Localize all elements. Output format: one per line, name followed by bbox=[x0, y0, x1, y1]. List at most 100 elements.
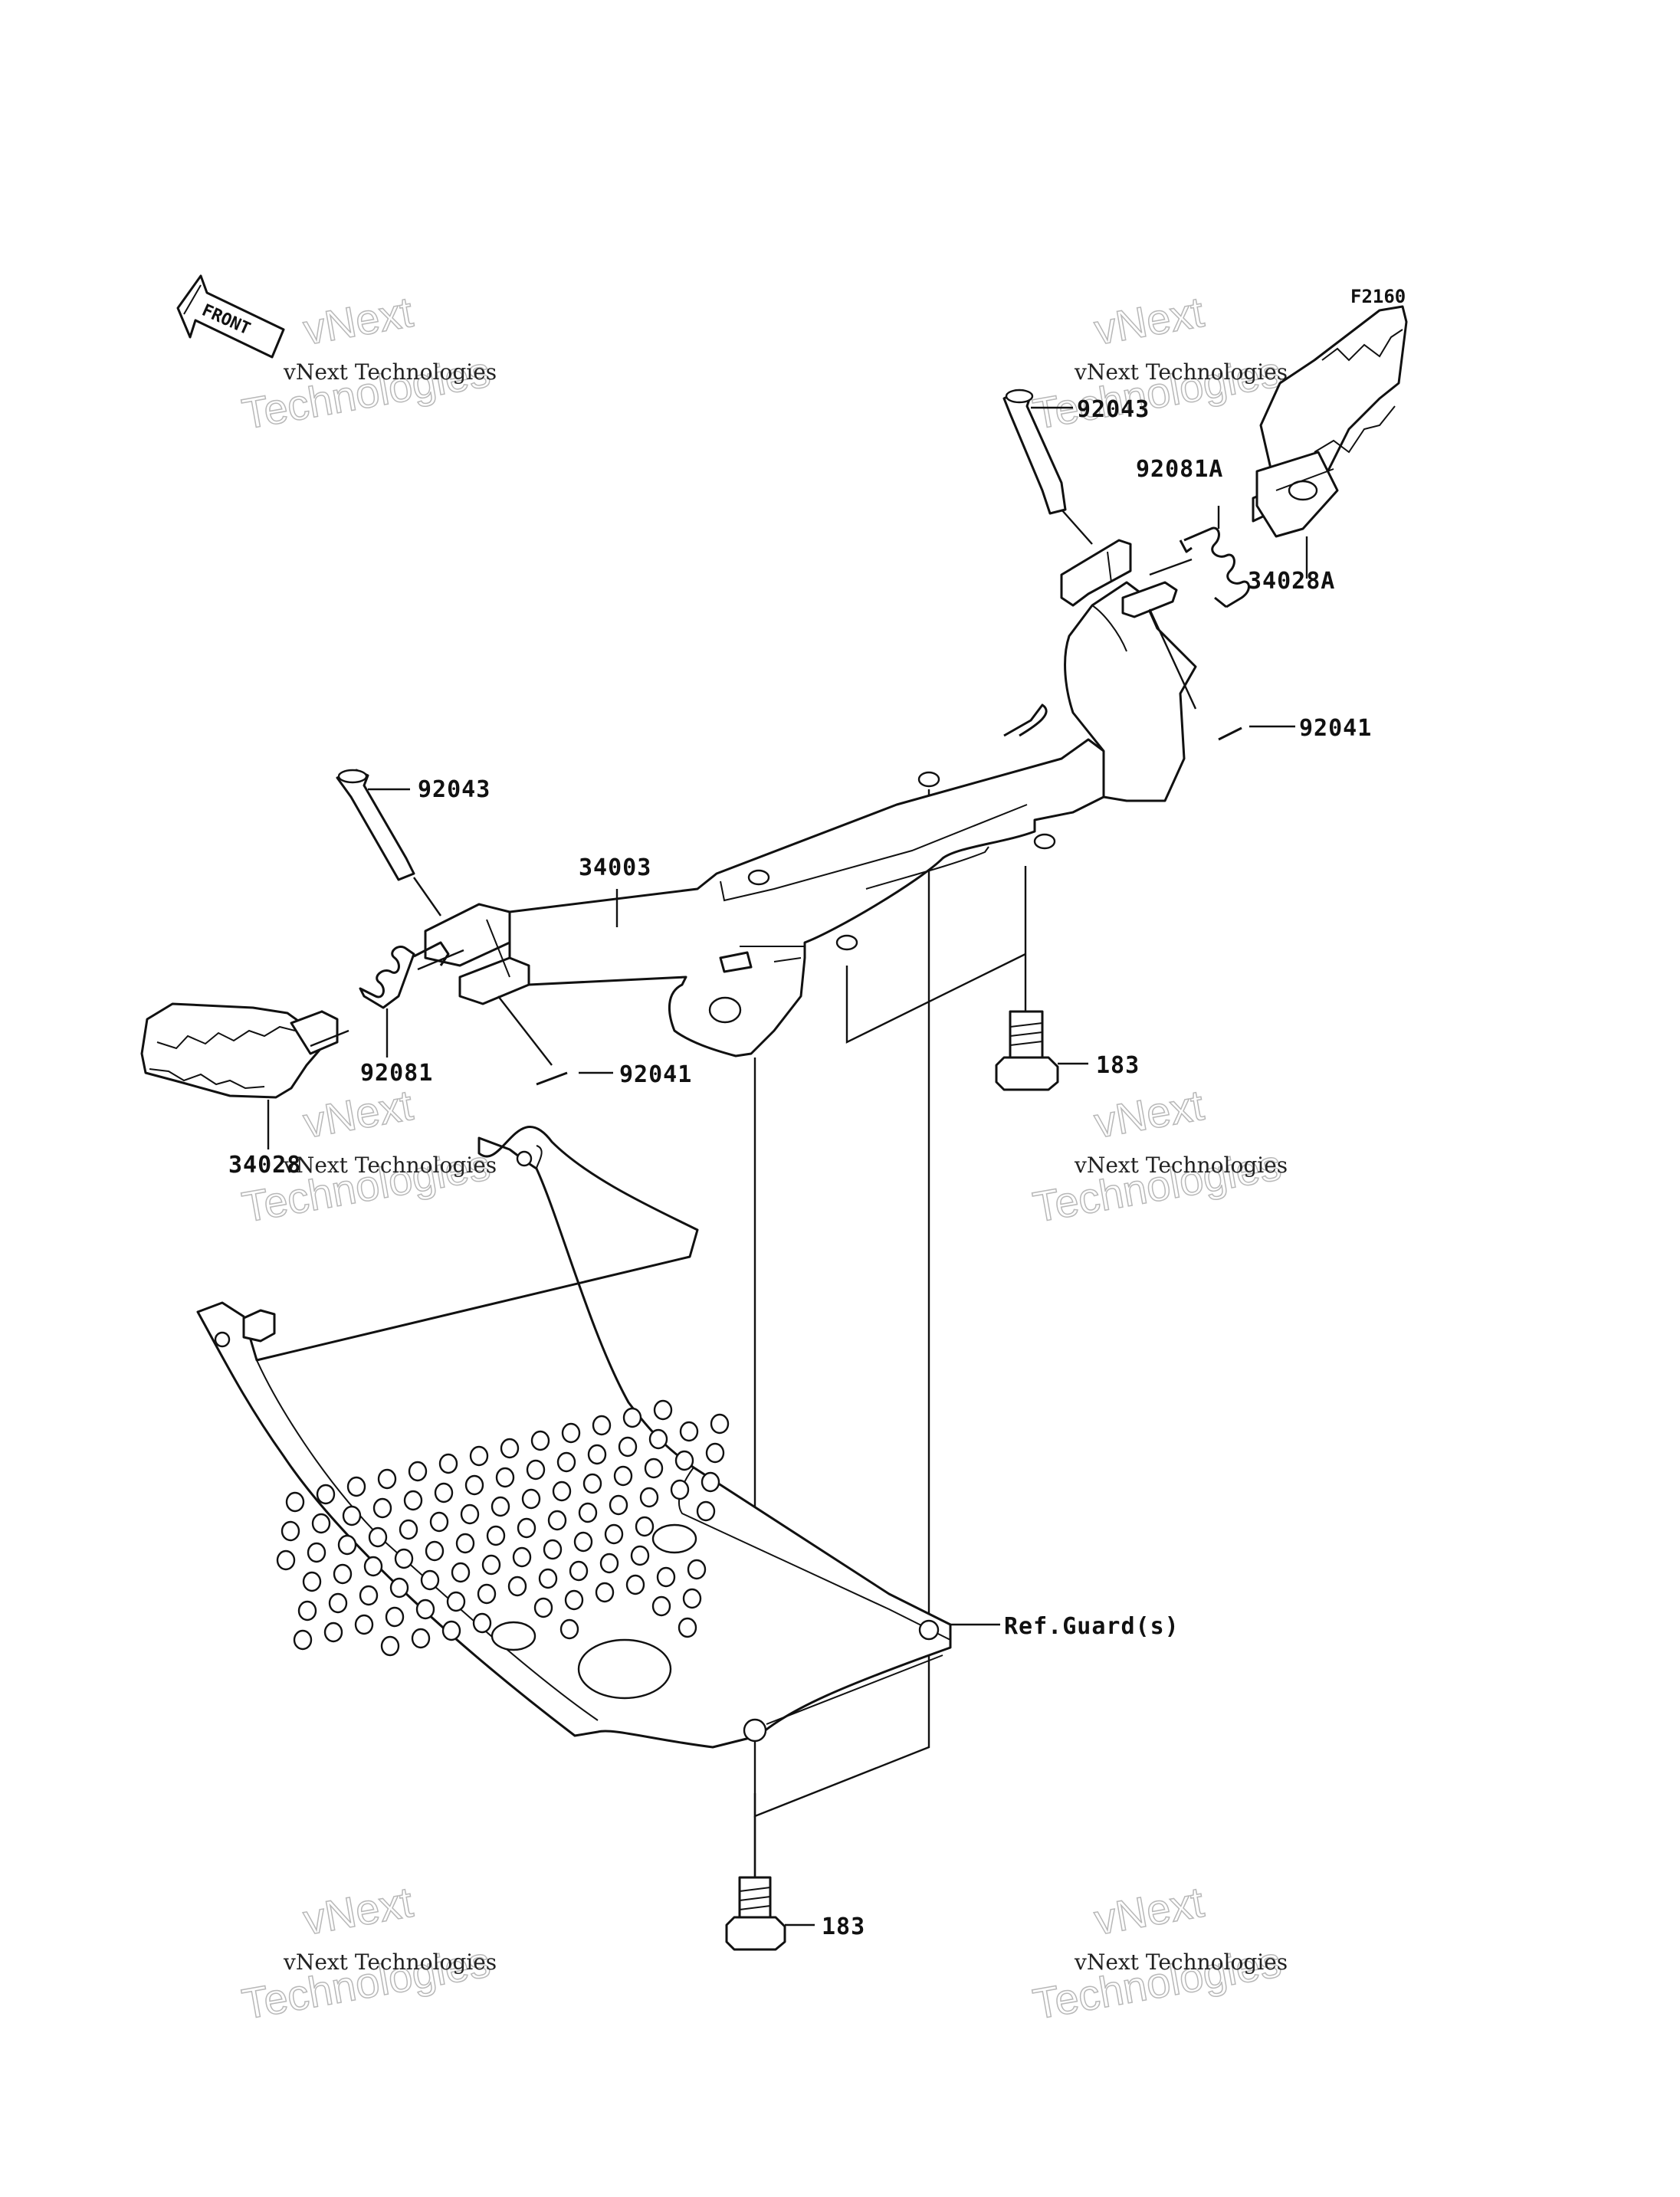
bolt-hole bbox=[743, 1718, 767, 1743]
bolt-lower bbox=[725, 1876, 815, 1951]
perforation-hole bbox=[415, 1599, 435, 1620]
perforation-hole bbox=[285, 1491, 305, 1513]
perforation-hole bbox=[705, 1442, 725, 1464]
perforation-hole bbox=[411, 1628, 431, 1649]
footpeg-left bbox=[140, 1002, 349, 1149]
perforation-hole bbox=[469, 1445, 489, 1467]
perforation-hole bbox=[311, 1513, 331, 1534]
perforation-hole bbox=[346, 1476, 366, 1497]
spring-left bbox=[359, 941, 464, 1058]
perforation-hole bbox=[472, 1612, 492, 1634]
perforation-hole bbox=[425, 1540, 445, 1562]
perforation-hole bbox=[491, 1496, 510, 1517]
perforation-hole bbox=[599, 1553, 619, 1574]
perforation-hole bbox=[420, 1569, 440, 1591]
footpeg-right bbox=[1252, 305, 1408, 538]
callout-cotter-left: 92041 bbox=[619, 1061, 692, 1088]
perforation-hole bbox=[592, 1415, 612, 1436]
perforation-hole bbox=[307, 1542, 326, 1563]
perforation-hole bbox=[678, 1617, 697, 1638]
callout-spring-right: 92081A bbox=[1136, 456, 1223, 483]
perforation-hole bbox=[604, 1523, 624, 1545]
callout-pin-right: 92043 bbox=[1077, 396, 1150, 423]
perforation-hole bbox=[569, 1560, 589, 1582]
callout-labels: 92043 92081A 34028A 92041 92043 34003 18… bbox=[228, 396, 1372, 1940]
perforation-hole bbox=[507, 1576, 527, 1597]
cotter-pin-left bbox=[497, 995, 568, 1086]
callout-bracket: 34003 bbox=[579, 854, 651, 881]
watermark-top-right: vNext Technologies vNext Technologies bbox=[1029, 287, 1288, 438]
perforation-hole bbox=[342, 1505, 362, 1526]
perforation-hole bbox=[372, 1497, 392, 1519]
guard-stud bbox=[242, 1309, 276, 1343]
watermark-mid-right: vNext Technologies vNext Technologies bbox=[1029, 1080, 1288, 1231]
cotter-pin-right bbox=[1148, 608, 1242, 741]
figure-id: F2160 bbox=[1350, 286, 1406, 307]
perforation-hole bbox=[696, 1500, 716, 1522]
perforation-hole bbox=[455, 1533, 475, 1554]
perforation-hole bbox=[630, 1545, 650, 1566]
callout-bolt-upper: 183 bbox=[1096, 1052, 1140, 1079]
watermark-vnext: vNext bbox=[1091, 1080, 1207, 1147]
perforation-holes bbox=[276, 1399, 730, 1657]
perforation-hole bbox=[653, 1399, 673, 1421]
perforation-hole bbox=[533, 1597, 553, 1618]
perforation-hole bbox=[648, 1428, 668, 1450]
perforation-hole bbox=[526, 1459, 546, 1481]
callout-spring-left: 92081 bbox=[360, 1060, 433, 1087]
perforation-hole bbox=[622, 1407, 642, 1428]
bolt-hole bbox=[918, 1619, 940, 1641]
perforation-hole bbox=[323, 1622, 343, 1643]
perforation-hole bbox=[495, 1467, 515, 1488]
watermark-vnext: vNext bbox=[300, 1877, 416, 1944]
callout-cotter-right: 92041 bbox=[1299, 715, 1372, 742]
perforation-hole bbox=[710, 1413, 730, 1435]
callout-bolt-lower: 183 bbox=[822, 1913, 865, 1940]
perforation-hole bbox=[481, 1554, 501, 1576]
large-vent-hole bbox=[651, 1523, 697, 1554]
perforation-hole bbox=[380, 1635, 400, 1657]
rear-clevis bbox=[1060, 539, 1132, 607]
watermark-top-left: vNext Technologies vNext Technologies bbox=[238, 287, 497, 438]
perforation-hole bbox=[385, 1606, 405, 1628]
perforation-hole bbox=[389, 1577, 409, 1599]
mount-hole bbox=[516, 1150, 533, 1167]
perforation-hole bbox=[521, 1488, 541, 1510]
perforation-hole bbox=[394, 1548, 414, 1569]
perforation-hole bbox=[464, 1474, 484, 1496]
large-vent-hole bbox=[577, 1638, 672, 1700]
pin-right bbox=[1002, 389, 1093, 545]
watermark-company: vNext Technologies bbox=[1074, 1949, 1288, 1975]
perforation-hole bbox=[556, 1451, 576, 1473]
perforation-hole bbox=[276, 1549, 296, 1571]
perforation-hole bbox=[701, 1471, 720, 1493]
perforation-hole bbox=[670, 1479, 690, 1500]
watermark-vnext: vNext bbox=[1091, 287, 1207, 354]
perforation-hole bbox=[561, 1422, 581, 1444]
perforation-hole bbox=[595, 1582, 615, 1603]
perforation-hole bbox=[687, 1559, 707, 1580]
watermark-company: vNext Technologies bbox=[1074, 1153, 1288, 1178]
perforation-hole bbox=[451, 1562, 471, 1583]
footpeg-bracket bbox=[424, 539, 1197, 1058]
perforation-hole bbox=[486, 1525, 506, 1546]
perforation-hole bbox=[316, 1484, 336, 1505]
perforation-hole bbox=[438, 1453, 458, 1474]
perforation-hole bbox=[573, 1531, 593, 1553]
watermark-vnext: vNext bbox=[1091, 1877, 1207, 1944]
perforation-hole bbox=[333, 1563, 353, 1585]
perforation-hole bbox=[337, 1534, 357, 1556]
perforation-hole bbox=[354, 1614, 374, 1635]
perforation-hole bbox=[635, 1516, 655, 1537]
spring-right bbox=[1149, 526, 1250, 608]
perforation-hole bbox=[517, 1517, 536, 1539]
perforation-hole bbox=[297, 1600, 317, 1622]
watermark-bottom-left: vNext Technologies vNext Technologies bbox=[238, 1877, 497, 2028]
perforation-hole bbox=[587, 1444, 607, 1465]
perforation-hole bbox=[377, 1468, 397, 1490]
perforation-hole bbox=[363, 1556, 383, 1577]
perforation-hole bbox=[552, 1481, 572, 1502]
perforation-hole bbox=[500, 1438, 520, 1459]
large-vent-hole bbox=[491, 1621, 536, 1651]
